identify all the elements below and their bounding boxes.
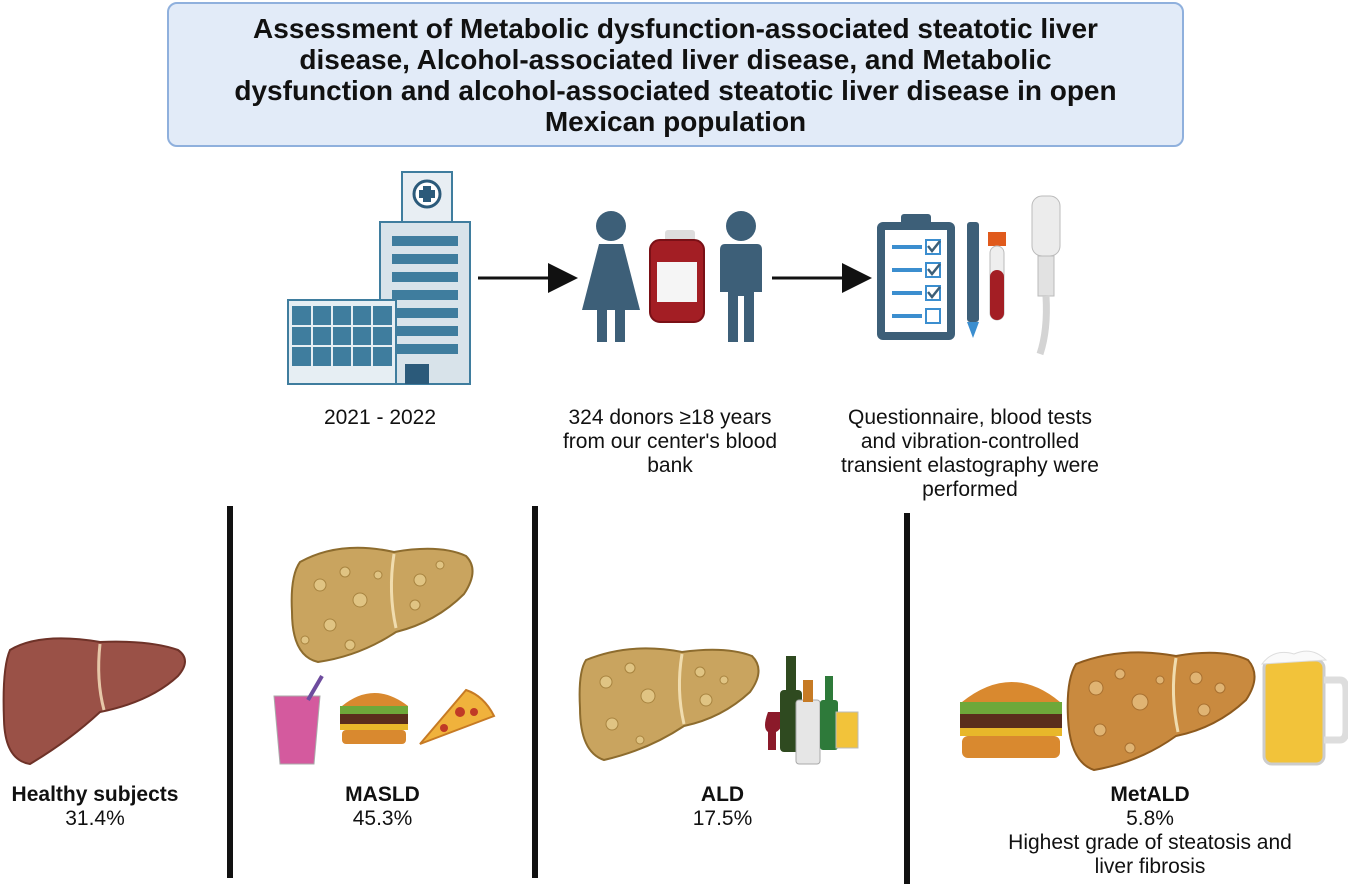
group-note-metald: Highest grade of steatosis and liver fib… [1008, 831, 1292, 878]
burger-icon [340, 693, 408, 744]
fatty-liver-metald-icon [1066, 651, 1256, 772]
healthy-liver-icon [2, 637, 186, 766]
clipboard-questionnaire-icon [877, 214, 955, 340]
step-caption-methods: Questionnaire, blood tests and vibration… [841, 406, 1099, 501]
elastography-probe-icon [1031, 195, 1061, 356]
group-name-ald: ALD [700, 783, 745, 806]
group-name-healthy: Healthy subjects [11, 783, 179, 806]
page-title: Assessment of Metabolic dysfunction-asso… [234, 12, 1117, 137]
smoothie-icon [273, 674, 324, 765]
group-name-masld: MASLD [345, 783, 420, 806]
group-percent-ald: 17.5% [692, 807, 753, 830]
step-caption-donors: 324 donors ≥18 years from our center's b… [562, 406, 778, 477]
step-caption-dates: 2021 - 2022 [323, 406, 437, 429]
fatty-liver-ald-icon [578, 647, 760, 762]
pen-icon [967, 222, 979, 338]
blood-tube-icon [988, 232, 1006, 321]
title-box: Assessment of Metabolic dysfunction-asso… [167, 2, 1184, 147]
pizza-icon [419, 688, 496, 745]
group-percent-masld: 45.3% [352, 807, 413, 830]
fatty-liver-masld-icon [290, 546, 474, 664]
group-percent-healthy: 31.4% [65, 807, 125, 830]
blood-bag-icon [649, 230, 705, 323]
beer-mug-icon [1260, 650, 1348, 766]
metald-burger-icon [960, 682, 1062, 758]
group-percent-metald: 5.8% [1126, 807, 1174, 830]
woman-donor-icon [582, 211, 640, 342]
alcohol-bottles-icon [765, 656, 859, 765]
man-donor-icon [720, 211, 762, 342]
hospital-icon [287, 171, 471, 385]
group-name-metald: MetALD [1110, 783, 1190, 806]
